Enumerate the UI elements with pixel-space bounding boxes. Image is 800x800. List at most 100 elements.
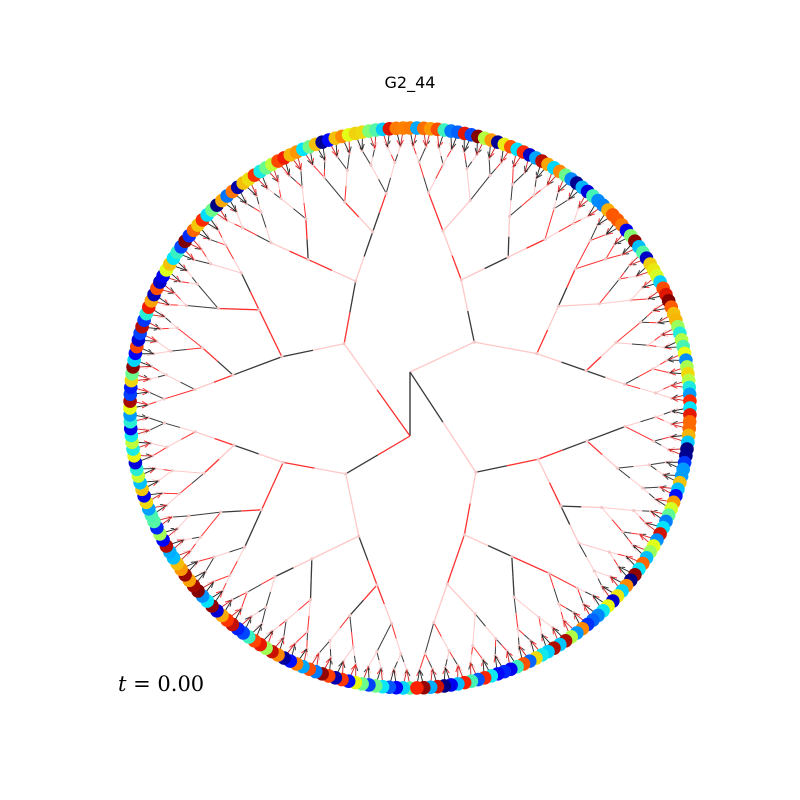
tree-edge — [285, 609, 299, 621]
tree-edge — [188, 471, 205, 474]
tree-node — [228, 573, 232, 578]
tree-node — [510, 554, 514, 559]
tree-node — [607, 550, 611, 554]
tree-edge — [198, 242, 201, 247]
tree-edge — [550, 181, 554, 184]
tree-edge — [475, 465, 508, 473]
tree-edge — [249, 619, 252, 624]
tree-node — [537, 615, 541, 620]
tree-edge — [429, 671, 432, 676]
tree-edge — [301, 186, 305, 203]
tree-edge — [590, 258, 606, 265]
tree-node — [219, 510, 223, 514]
tree-edge — [435, 211, 444, 232]
tree-node — [516, 627, 520, 631]
tree-edge — [164, 299, 168, 303]
tree-edge — [509, 653, 513, 656]
tree-edge — [480, 662, 483, 667]
tree-edge — [388, 140, 391, 145]
tree-node — [441, 162, 445, 166]
tree-edge — [217, 360, 234, 376]
tree-edge — [609, 232, 614, 235]
tree-edge — [376, 389, 411, 437]
tree-edge — [260, 485, 273, 511]
tree-edge — [195, 431, 215, 440]
tree-edge — [283, 461, 315, 469]
tree-edge — [409, 139, 413, 144]
tree-edge — [210, 584, 214, 589]
tree-edge — [446, 583, 462, 600]
tree-edge — [561, 361, 587, 372]
tree-edge — [239, 611, 242, 616]
tree-edge — [659, 317, 663, 321]
tree-edge — [157, 495, 161, 499]
tree-node — [212, 555, 216, 559]
tree-edge — [215, 591, 220, 594]
tree-edge — [586, 604, 591, 608]
tree-edge — [585, 370, 606, 379]
tree-node — [641, 486, 645, 490]
tree-edge — [289, 250, 309, 261]
figure-title: G2_44 — [385, 73, 436, 93]
tree-edge — [144, 367, 149, 370]
tree-edge — [416, 672, 419, 677]
tree-edge — [164, 422, 181, 428]
tree-edge — [433, 622, 442, 638]
tree-edge — [460, 267, 485, 281]
tree-edge — [269, 333, 283, 358]
tree-edge — [538, 174, 543, 178]
tree-edge — [466, 168, 469, 185]
tree-edge — [466, 146, 470, 150]
tree-node — [651, 367, 655, 371]
tree-node — [623, 424, 627, 429]
tree-node — [571, 222, 575, 226]
tree-node — [259, 210, 263, 214]
radial-tree — [123, 121, 697, 695]
tree-node — [264, 605, 268, 609]
tree-edge — [200, 524, 212, 538]
tree-edge — [644, 281, 647, 285]
tree-node — [536, 457, 540, 461]
tree-edge — [142, 392, 146, 396]
tree-edge — [401, 139, 404, 144]
tree-node — [577, 541, 581, 545]
tree-node — [348, 613, 352, 618]
tree-edge — [303, 202, 307, 219]
tree-edge — [162, 507, 165, 511]
tree-edge — [655, 305, 658, 309]
tree-edge — [638, 368, 654, 377]
tree-edge — [598, 291, 610, 305]
tree-node — [245, 590, 249, 594]
tree-edge — [308, 599, 312, 616]
tree-node — [231, 373, 235, 377]
tree-edge — [472, 665, 476, 669]
tree-node — [328, 639, 332, 643]
tree-node — [322, 175, 326, 180]
tree-edge — [668, 464, 672, 468]
tree-edge — [557, 287, 568, 307]
tree-edge — [141, 405, 146, 409]
tree-edge — [479, 175, 491, 189]
tree-edge — [674, 407, 679, 411]
tree-edge — [207, 296, 219, 309]
tree-edge — [173, 531, 176, 535]
tree-edge — [485, 625, 497, 639]
tree-edge — [349, 146, 352, 150]
tree-edge — [313, 655, 317, 659]
tree-edge — [665, 476, 669, 480]
tree-edge — [468, 184, 471, 201]
tree-edge — [148, 466, 152, 469]
tree-edge — [533, 642, 537, 645]
tree-edge — [298, 599, 311, 611]
tree-edge — [244, 196, 247, 201]
tree-node — [652, 439, 656, 443]
tree-node — [617, 277, 622, 281]
tree-edge — [258, 453, 284, 463]
tree-node — [474, 470, 478, 474]
tree-edge — [461, 145, 464, 149]
tree-edge — [418, 162, 425, 178]
tree-node — [632, 508, 636, 513]
tree-node — [547, 571, 551, 575]
tree-edge — [640, 416, 656, 423]
tree-edge — [249, 291, 260, 311]
